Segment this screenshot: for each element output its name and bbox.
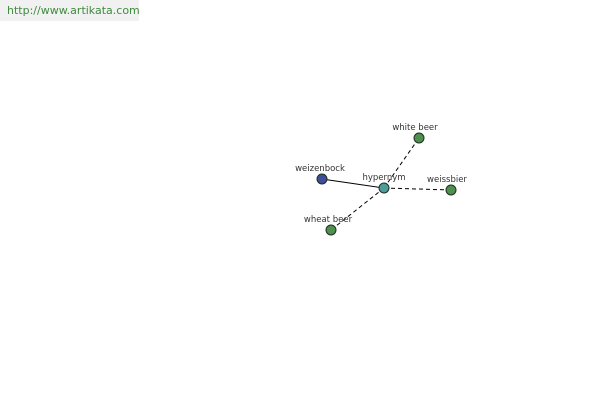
node-weizenbock[interactable]: weizenbock	[295, 164, 345, 185]
node-white-beer-label: white beer	[392, 123, 438, 133]
node-weizenbock-label: weizenbock	[295, 164, 345, 174]
edge-weissbier	[383, 187, 452, 191]
node-white-beer-circle[interactable]	[413, 132, 425, 144]
node-weissbier[interactable]: weissbier	[427, 175, 467, 196]
edge-white-beer	[383, 137, 420, 189]
node-wheat-beer-label: wheat beer	[304, 215, 353, 225]
edge-weizenbock	[321, 178, 385, 189]
node-weizenbock-circle[interactable]	[316, 173, 328, 185]
node-wheat-beer[interactable]: wheat beer	[304, 215, 353, 236]
node-wheat-beer-circle[interactable]	[325, 224, 337, 236]
edge-wheat-beer	[330, 187, 385, 231]
node-weissbier-circle[interactable]	[445, 184, 457, 196]
node-white-beer[interactable]: white beer	[392, 123, 438, 144]
node-hypernym[interactable]: hypernym	[362, 173, 406, 194]
node-hypernym-circle[interactable]	[378, 182, 390, 194]
node-weissbier-label: weissbier	[427, 175, 467, 185]
node-hypernym-label: hypernym	[362, 173, 405, 183]
source-url[interactable]: http://www.artikata.com	[0, 0, 140, 21]
